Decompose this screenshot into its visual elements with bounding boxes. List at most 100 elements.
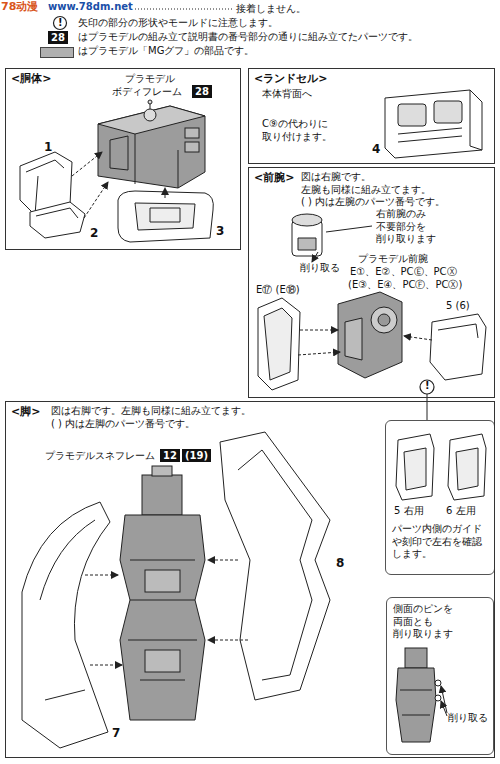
- step-number: 12: [160, 449, 180, 462]
- note-text: 6 左用: [446, 505, 476, 518]
- assembly-arrows: [90, 665, 122, 666]
- forearm-parts: [298, 238, 316, 250]
- left-right-parts: [456, 448, 478, 490]
- step-number: 28: [48, 31, 68, 44]
- watermark: 78动漫: [1, 0, 38, 14]
- assembly-arrows: [165, 188, 166, 198]
- assembly-arrows: [300, 330, 338, 331]
- callout-number: 3: [216, 224, 224, 239]
- callout-number-holder: E⑰ (E⑱): [256, 284, 300, 297]
- callout-number: 2: [90, 226, 98, 241]
- part-list: (E③、E④、PCⒻ、PCⓍ): [348, 279, 462, 292]
- leg-parts: [22, 432, 330, 748]
- leg-parts: [220, 432, 330, 700]
- section-heading-holder: <ランドセル>: [254, 72, 327, 86]
- leg-parts: [145, 650, 180, 672]
- step-number-holder: 28: [192, 85, 212, 98]
- forearm-parts: [258, 298, 300, 390]
- forearm-parts: [292, 214, 322, 226]
- body-parts: [20, 100, 213, 242]
- left-right-parts: [396, 434, 486, 500]
- assembly-arrows: [72, 152, 165, 218]
- note-text: 削り取る: [300, 262, 340, 275]
- forearm-parts: [438, 324, 478, 338]
- body-parts: [36, 208, 78, 218]
- part-name: プラモデルスネフレーム: [45, 450, 155, 463]
- backpack-part: [385, 90, 482, 158]
- note-text-holder: 本体背面へ: [262, 88, 312, 101]
- note-text-holder: 右前腕のみ 不要部分を 削り取ります: [376, 208, 436, 246]
- backpack-part: [398, 128, 462, 142]
- pin-removal-sketch: [435, 695, 441, 701]
- legend-text: 接着しません。: [236, 3, 306, 16]
- callout-number-holder: 3: [216, 224, 224, 239]
- note-text-holder: 図は右腕です。 左腕も同様に組み立てます。 ( ) 内は左腕のパーツ番号です。: [301, 171, 445, 209]
- pin-removal-sketch: [435, 680, 441, 686]
- legend-symbols: [135, 9, 232, 10]
- leg-parts: [120, 515, 205, 720]
- leg-parts: [142, 475, 182, 515]
- part-name-holder: ボディフレーム: [112, 86, 182, 99]
- callout-number-holder: 2: [90, 226, 98, 241]
- note-text: 図は右脚です。左脚も同様に組み立てます。 ( ) 内は左脚のパーツ番号です。: [51, 405, 251, 430]
- legend-swatch: [40, 47, 74, 58]
- backpack-part: [398, 104, 426, 126]
- watermark-holder: www.78dm.net: [48, 1, 133, 14]
- legend-text-holder: 矢印の部分の形状やモールドに注意します。: [78, 17, 278, 30]
- step-number: (19): [182, 449, 211, 462]
- body-parts: [144, 109, 156, 121]
- part-list-holder: (E③、E④、PCⒻ、PCⓍ): [348, 279, 462, 292]
- note-text: 側面のピンを 両面とも 削り取ります: [393, 603, 453, 641]
- callout-number: 1: [44, 140, 52, 155]
- note-text: 本体背面へ: [262, 88, 312, 101]
- step-number-holder: 28: [48, 31, 68, 44]
- body-parts: [110, 134, 178, 188]
- note-text-holder: パーツ内側のガイドや刻印で左右を確認します。: [392, 523, 490, 561]
- pin-removal-sketch: [441, 701, 447, 716]
- leg-parts: [40, 520, 95, 700]
- left-right-parts: [396, 434, 434, 500]
- step-number-holder: 12: [160, 449, 180, 462]
- note-text-holder: 6 左用: [446, 505, 476, 518]
- pin-removal-sketch: [400, 690, 432, 715]
- body-parts: [30, 202, 85, 238]
- section-heading: <前腕>: [254, 171, 294, 185]
- assembly-arrows: [298, 352, 340, 355]
- note-text: 図は右腕です。 左腕も同様に組み立てます。 ( ) 内は左腕のパーツ番号です。: [301, 171, 445, 209]
- part-name-holder: プラモデル前腕: [358, 253, 428, 266]
- legend-text: はプラモデルの組み立て説明書の番号部分の通りに組み立てたパーツです。: [78, 31, 418, 44]
- backpack-part: [470, 90, 482, 150]
- part-name: ボディフレーム: [112, 86, 182, 99]
- forearm-parts: [264, 308, 292, 380]
- legend-symbols: [54, 17, 67, 30]
- inset-box: 側面のピンを 両面とも 削り取ります: [386, 597, 494, 755]
- left-right-parts: [404, 448, 426, 490]
- section-heading: <胴体>: [11, 72, 51, 86]
- note-text: C⑨の代わりに 取り付けます。: [262, 118, 332, 143]
- part-name: プラモデル前腕: [358, 253, 428, 266]
- callout-number: 4: [372, 142, 380, 157]
- leg-parts: [145, 570, 180, 592]
- note-text-holder: 削り取る: [448, 712, 488, 725]
- section-heading-holder: <脚>: [11, 405, 40, 419]
- callout-number-holder: 5 (6): [446, 300, 470, 313]
- backpack-part: [434, 101, 462, 123]
- note-text: パーツ内側のガイドや刻印で左右を確認します。: [392, 523, 490, 561]
- note-text: 削り取る: [448, 712, 488, 725]
- callout-number: 8: [336, 556, 344, 571]
- callout-number: 7: [112, 726, 120, 741]
- body-parts: [150, 208, 180, 222]
- body-parts: [148, 100, 152, 104]
- assembly-arrows: [404, 336, 432, 340]
- pin-removal-sketch: [396, 648, 447, 742]
- assembly-arrows: [84, 182, 108, 218]
- note-text-holder: 側面のピンを 両面とも 削り取ります: [393, 603, 453, 641]
- legend-text: 矢印の部分の形状やモールドに注意します。: [78, 17, 278, 30]
- part-name: プラモデル: [125, 73, 175, 86]
- step-number: 28: [192, 85, 212, 98]
- section-heading: <脚>: [11, 405, 40, 419]
- legend-text: はプラモデル「MGグフ」の部品です。: [78, 45, 254, 58]
- assembly-arrows: [208, 640, 248, 641]
- body-parts: [185, 142, 199, 152]
